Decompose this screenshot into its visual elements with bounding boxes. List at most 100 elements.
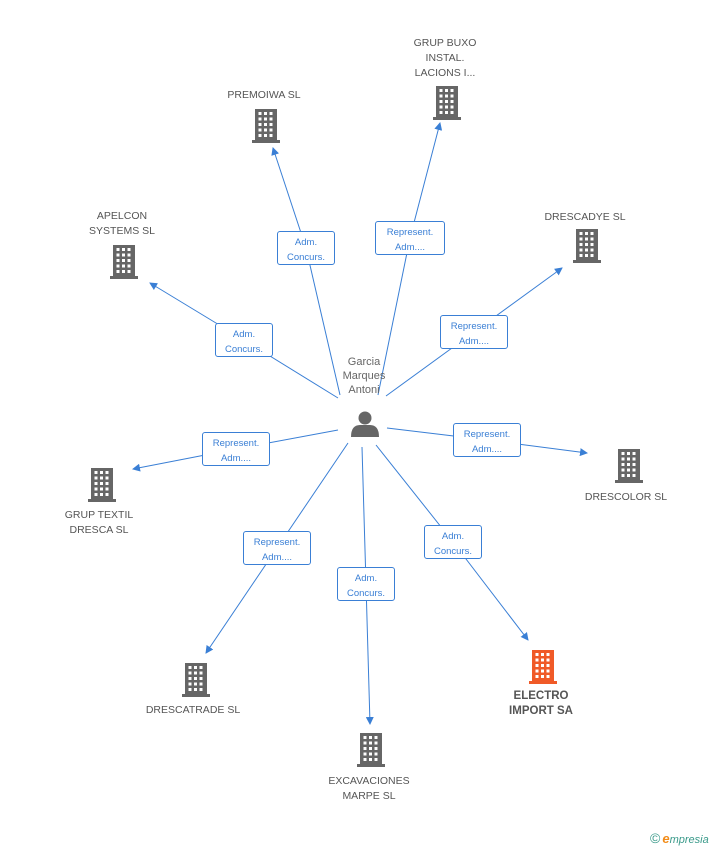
building-window [105, 482, 109, 485]
building-base [88, 499, 116, 502]
building-window [127, 253, 131, 257]
building-window [585, 248, 588, 252]
building-window [439, 89, 443, 92]
relation-label-grup-textil[interactable]: Represent. Adm.... [202, 432, 270, 466]
relation-label-electro[interactable]: Adm. Concurs. [424, 525, 482, 559]
company-name-electro[interactable]: ELECTRO IMPORT SA [509, 690, 573, 717]
building-window [546, 675, 550, 678]
edge-grup-buxo [377, 122, 443, 396]
building-window [100, 476, 103, 480]
building-base [182, 694, 210, 697]
building-window [105, 471, 109, 474]
icons [88, 86, 643, 767]
building-window [94, 487, 98, 491]
building-window [579, 248, 583, 252]
building-window [363, 758, 367, 761]
person-name[interactable]: Garcia Marques Antoni [342, 356, 386, 396]
building-window [188, 682, 192, 686]
building-window [105, 493, 109, 496]
person-head [358, 411, 372, 425]
building-window [105, 487, 109, 491]
building-window [579, 254, 583, 257]
building-window [258, 112, 262, 115]
building-window [105, 476, 109, 480]
building-window [122, 253, 125, 257]
building-icon [573, 229, 601, 263]
building-window [621, 457, 625, 461]
building-window [116, 270, 120, 273]
building-window [621, 452, 625, 455]
building-window [127, 270, 131, 273]
building-window [541, 664, 544, 667]
building-window [541, 669, 544, 673]
company-name-drescadye[interactable]: DRESCADYE SL [544, 211, 626, 223]
building-window [546, 664, 550, 667]
building-base [357, 764, 385, 767]
building-window [632, 468, 636, 472]
company-name-premoiwa[interactable]: PREMOIWA SL [227, 89, 301, 101]
company-name-grup-textil[interactable]: GRUP TEXTIL DRESCA SL [64, 509, 134, 536]
company-name-drescolor[interactable]: DRESCOLOR SL [584, 491, 668, 503]
building-window [590, 248, 594, 252]
relation-label-apelcon[interactable]: Adm. Concurs. [215, 323, 273, 357]
building-window [199, 666, 203, 669]
building-window [590, 243, 594, 246]
building-window [541, 675, 544, 678]
building-window [264, 134, 267, 137]
company-name-excavaciones[interactable]: EXCAVACIONES MARPE SL [328, 775, 410, 802]
brand-initial: e [662, 831, 670, 846]
relation-label-grup-buxo[interactable]: Represent. Adm.... [375, 221, 445, 255]
building-window [585, 243, 588, 246]
building-window [199, 682, 203, 686]
building-window [258, 134, 262, 137]
building-icon [529, 650, 557, 684]
building-window [546, 653, 550, 656]
relation-label-drescolor[interactable]: Represent. Adm.... [453, 423, 521, 457]
building-icon [433, 86, 461, 120]
building-window [100, 482, 103, 485]
copyright-symbol: © [650, 830, 661, 846]
building-base [252, 140, 280, 143]
relation-label-excavaciones[interactable]: Adm. Concurs. [337, 567, 395, 601]
building-icon [252, 109, 280, 143]
building-window [541, 658, 544, 662]
relation-label-premoiwa[interactable]: Adm. Concurs. [277, 231, 335, 265]
building-window [188, 666, 192, 669]
relation-label-drescadye[interactable]: Represent. Adm.... [440, 315, 508, 349]
company-name-apelcon[interactable]: APELCON SYSTEMS SL [89, 210, 155, 237]
building-window [116, 259, 120, 262]
building-window [194, 688, 197, 691]
building-icon [615, 449, 643, 483]
building-window [579, 243, 583, 246]
building-window [127, 259, 131, 262]
building-window [116, 248, 120, 251]
building-window [590, 254, 594, 257]
building-window [188, 677, 192, 680]
building-base [529, 681, 557, 684]
building-window [450, 111, 454, 114]
building-window [100, 471, 103, 474]
company-name-grup-buxo[interactable]: GRUP BUXO INSTAL. LACIONS I... [413, 37, 477, 79]
building-icon [182, 663, 210, 697]
building-window [445, 111, 448, 114]
building-window [258, 128, 262, 132]
building-base [615, 480, 643, 483]
building-window [116, 253, 120, 257]
person-icon [351, 411, 379, 437]
building-window [269, 112, 273, 115]
building-window [194, 666, 197, 669]
company-name-drescatrade[interactable]: DRESCATRADE SL [145, 704, 241, 716]
building-window [122, 264, 125, 268]
brand-name: mpresia [669, 834, 709, 846]
building-window [369, 752, 372, 756]
building-window [194, 682, 197, 686]
building-window [374, 736, 378, 739]
building-window [632, 457, 636, 461]
building-window [374, 747, 378, 750]
relation-label-drescatrade[interactable]: Represent. Adm.... [243, 531, 311, 565]
building-window [258, 117, 262, 121]
building-window [632, 463, 636, 466]
building-window [369, 741, 372, 745]
building-window [363, 747, 367, 750]
building-icon [357, 733, 385, 767]
